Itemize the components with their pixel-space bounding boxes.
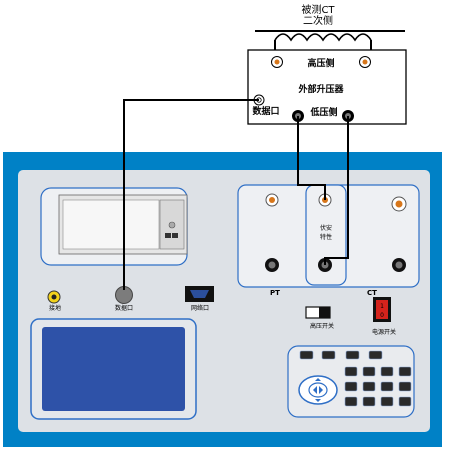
pt-red-terminal[interactable] bbox=[265, 193, 279, 207]
pt-label: PT bbox=[270, 289, 280, 297]
nav-down-icon[interactable] bbox=[315, 399, 321, 402]
ground-label: 接地 bbox=[49, 304, 61, 312]
numeric-key-5[interactable] bbox=[344, 381, 358, 392]
function-key-1[interactable] bbox=[299, 350, 314, 360]
nav-left-icon[interactable] bbox=[313, 386, 317, 394]
mid-label-2: 特性 bbox=[320, 233, 332, 241]
top-label-line1: 被测CT bbox=[301, 3, 335, 16]
booster-high-terminal-right bbox=[359, 56, 371, 68]
function-key-2[interactable] bbox=[321, 350, 336, 360]
high-voltage-switch[interactable] bbox=[305, 306, 331, 319]
printer-button-2[interactable] bbox=[172, 233, 178, 238]
ct-black-terminal[interactable] bbox=[392, 258, 406, 272]
function-key-3[interactable] bbox=[345, 350, 360, 360]
ground-terminal[interactable] bbox=[47, 290, 61, 304]
nav-up-icon[interactable] bbox=[315, 378, 321, 381]
numeric-key-2[interactable] bbox=[362, 366, 376, 377]
panel-data-port-label: 数据口 bbox=[115, 304, 133, 312]
numeric-key-3[interactable] bbox=[380, 366, 394, 377]
keypad-keys bbox=[299, 350, 412, 407]
connection-wires bbox=[123, 99, 349, 290]
mid-label-1: 伏安 bbox=[320, 224, 332, 232]
booster-data-port-label: 数据口 bbox=[252, 105, 279, 117]
ct-coil bbox=[255, 30, 405, 58]
ct-red-terminal[interactable] bbox=[391, 196, 407, 212]
printer-paper-slot bbox=[62, 199, 160, 250]
numeric-key-12[interactable] bbox=[398, 396, 412, 407]
power-switch-label: 电源开关 bbox=[372, 328, 396, 336]
nav-pad[interactable] bbox=[298, 375, 338, 405]
numeric-key-4[interactable] bbox=[398, 366, 412, 377]
numeric-key-10[interactable] bbox=[362, 396, 376, 407]
network-port-label: 网络口 bbox=[191, 304, 209, 312]
power-off-mark: 0 bbox=[380, 312, 384, 319]
pt-black-terminal[interactable] bbox=[265, 258, 279, 272]
wire-low-left bbox=[297, 116, 326, 200]
booster-title: 外部升压器 bbox=[297, 83, 344, 95]
numeric-key-9[interactable] bbox=[344, 396, 358, 407]
numeric-key-6[interactable] bbox=[362, 381, 376, 392]
nav-right-icon[interactable] bbox=[319, 386, 323, 394]
power-switch[interactable]: 1 0 bbox=[373, 297, 391, 322]
function-key-4[interactable] bbox=[368, 350, 383, 360]
power-on-mark: 1 bbox=[380, 303, 384, 310]
numeric-key-1[interactable] bbox=[344, 366, 358, 377]
network-port[interactable] bbox=[185, 286, 214, 302]
printer-button-1[interactable] bbox=[165, 233, 171, 238]
booster-high-terminal-left bbox=[271, 56, 283, 68]
display-screen bbox=[42, 327, 185, 411]
numeric-key-7[interactable] bbox=[380, 381, 394, 392]
wire-data-port bbox=[123, 99, 259, 290]
wire-low-right bbox=[324, 116, 349, 265]
high-voltage-switch-label: 高压开关 bbox=[310, 322, 334, 330]
ct-label: CT bbox=[367, 289, 377, 297]
numeric-key-8[interactable] bbox=[398, 381, 412, 392]
booster-high-side-label: 高压侧 bbox=[307, 57, 334, 69]
printer-knob bbox=[168, 221, 176, 229]
booster-low-side-label: 低压侧 bbox=[309, 106, 337, 118]
top-label-line2: 二次侧 bbox=[303, 14, 333, 27]
numeric-key-11[interactable] bbox=[380, 396, 394, 407]
